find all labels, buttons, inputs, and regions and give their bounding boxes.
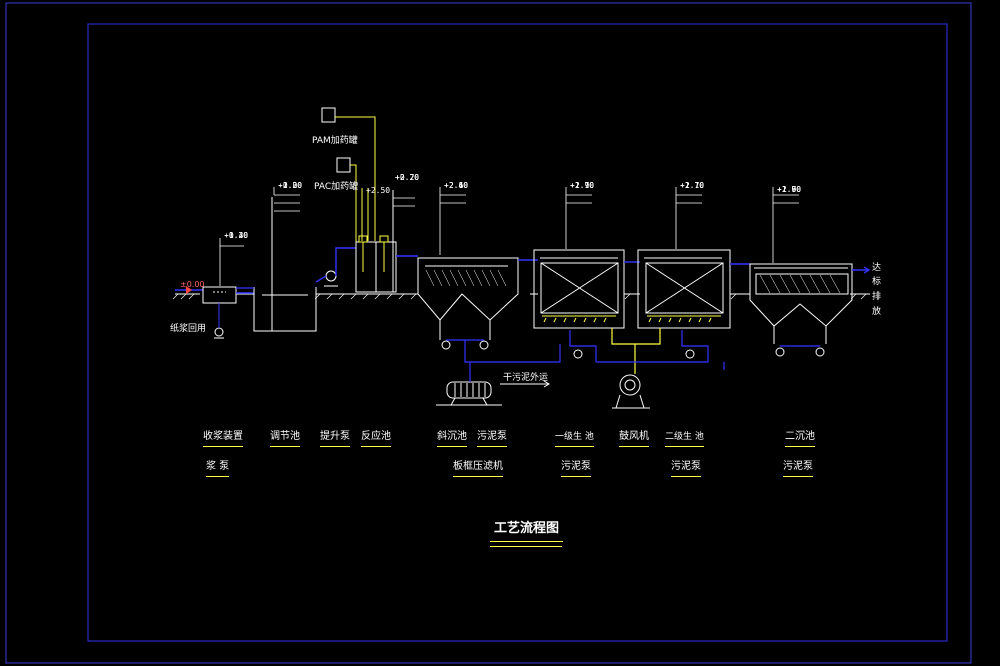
- discharge-label-3: 排: [872, 292, 882, 302]
- blower-icon: [612, 374, 650, 409]
- level-value: +1.20: [278, 181, 303, 190]
- drawing-border: [87, 23, 948, 642]
- legend-secondary-clarifier: 二沉池: [785, 431, 815, 447]
- legend-belt-press: 板框压滤机: [453, 461, 503, 477]
- dosing-lines: [335, 116, 376, 243]
- level-value: -1.40: [224, 231, 249, 240]
- level-value: +1.70: [680, 181, 705, 190]
- level-value: +1.90: [570, 181, 595, 190]
- primary-sludge-pipe: [446, 339, 561, 363]
- pac-tank-label: PAC加药罐: [314, 182, 359, 192]
- title-underline: [490, 546, 562, 547]
- return-use-label: 纸浆回用: [170, 324, 207, 334]
- level-value: -2.60: [444, 181, 469, 190]
- level-value: -0.30: [224, 231, 249, 240]
- legend-primary-clarifier: 斜沉池: [437, 431, 467, 447]
- legend-blower: 鼓风机: [619, 431, 649, 447]
- legend-reaction: 反应池: [361, 431, 391, 447]
- secondary-hatch: [759, 274, 841, 294]
- drawing-title: 工艺流程图: [490, 517, 564, 542]
- bio-tank-2: [637, 249, 731, 329]
- primary-sludge-pumps: [439, 320, 491, 350]
- legend-sludge-pump-3: 污泥泵: [671, 461, 701, 477]
- legend-sludge-pump-4: 污泥泵: [783, 461, 813, 477]
- bio-tank-2-diffusers: [647, 315, 721, 323]
- pulp-pump-icon: [214, 303, 224, 339]
- bio-sludge-pumps: [573, 349, 695, 359]
- pam-tank-label: PAM加药罐: [312, 136, 358, 146]
- level-leaders: [219, 187, 799, 286]
- legend-sludge-pump-1: 污泥泵: [477, 431, 507, 447]
- level-value: -2.10: [680, 181, 705, 190]
- level-value: +0.20: [395, 173, 420, 182]
- level-value: -0.30: [278, 181, 303, 190]
- cake-label: 干污泥外运: [503, 373, 549, 383]
- level-value: +2.70: [680, 181, 705, 190]
- air-header: [611, 328, 661, 374]
- reaction-tank: [355, 190, 397, 293]
- level-value: +2.40: [444, 181, 469, 190]
- primary-hatch: [425, 269, 507, 287]
- primary-clarifier: [417, 257, 519, 321]
- effluent-pipe: [852, 266, 871, 274]
- discharge-label-1: 达: [872, 263, 882, 273]
- level-value: +2.70: [395, 173, 420, 182]
- level-value: +2.70: [570, 181, 595, 190]
- legend-bio-tank-2: 二级生 池: [665, 431, 704, 447]
- bio-tank-1: [533, 249, 625, 329]
- outer-sheet-frame: [5, 2, 972, 664]
- legend-lift-pump: 提升泵: [320, 431, 350, 447]
- collector-device: [202, 286, 237, 304]
- inlet-pipe: [175, 286, 203, 294]
- level-value: +1.60: [777, 185, 802, 194]
- level-value: +2.10: [444, 181, 469, 190]
- level-value: -2.10: [570, 181, 595, 190]
- inlet-level-label: ±0.00: [180, 280, 205, 289]
- legend-collector: 收浆装置: [203, 431, 243, 447]
- discharge-label-2: 标: [872, 277, 882, 287]
- bio-tank-1-diffusers: [542, 315, 616, 323]
- level-value: -2.00: [278, 181, 303, 190]
- cake-arrow: [500, 380, 550, 388]
- ground-hatch: [172, 293, 867, 300]
- equalization-tank: [253, 197, 317, 332]
- filter-press: [436, 381, 502, 406]
- pam-dosing-tank: [321, 107, 336, 123]
- legend-pulp-pump: 浆 泵: [206, 461, 230, 477]
- legend-bio-tank-1: 一级生 池: [555, 431, 594, 447]
- level-value: +2.20: [395, 173, 420, 182]
- bio-sludge-pipes: [569, 330, 725, 370]
- legend-sludge-pump-2: 污泥泵: [561, 461, 591, 477]
- level-value: +0.20: [224, 231, 249, 240]
- level-value: +1.90: [777, 185, 802, 194]
- secondary-clarifier: [749, 263, 853, 327]
- level-value: +2.50: [366, 186, 391, 195]
- reaction-mixers: [358, 235, 389, 272]
- secondary-sludge-pumps: [773, 326, 827, 357]
- pac-dosing-tank: [336, 157, 351, 173]
- level-value: -2.70: [777, 185, 802, 194]
- discharge-label-4: 放: [872, 307, 882, 317]
- legend-equalization: 调节池: [270, 431, 300, 447]
- lift-pump-pipe: [315, 247, 356, 283]
